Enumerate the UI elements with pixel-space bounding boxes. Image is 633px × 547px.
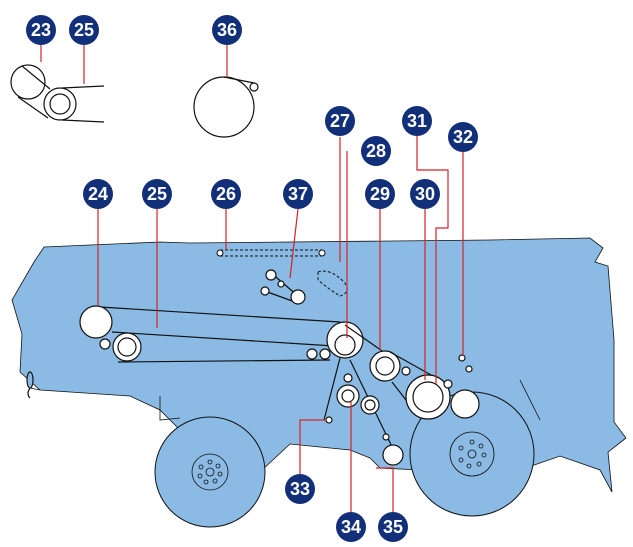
detail-belt-23-25: [10, 64, 105, 123]
svg-text:36: 36: [217, 20, 237, 40]
svg-text:24: 24: [88, 184, 108, 204]
svg-text:23: 23: [31, 20, 51, 40]
badge-29: 29: [365, 179, 395, 209]
svg-text:35: 35: [383, 517, 403, 537]
svg-text:34: 34: [341, 517, 361, 537]
callout-lines: [97, 136, 464, 512]
svg-text:26: 26: [216, 184, 236, 204]
svg-text:29: 29: [370, 184, 390, 204]
badge-28: 28: [361, 136, 391, 166]
body-panel-lines: [29, 379, 541, 421]
svg-text:32: 32: [453, 127, 473, 147]
svg-text:30: 30: [415, 184, 435, 204]
badge-27: 27: [325, 106, 355, 136]
badge-25: 25: [142, 179, 172, 209]
badge-36: 36: [212, 15, 242, 45]
svg-text:33: 33: [290, 479, 310, 499]
badge-37: 37: [283, 179, 313, 209]
badge-26: 26: [211, 179, 241, 209]
svg-text:27: 27: [330, 111, 350, 131]
badge-33: 33: [285, 474, 315, 504]
badge-23: 23: [26, 15, 56, 45]
dashed-chain-26: [216, 249, 348, 297]
body-left-hook: [26, 371, 34, 399]
badge-25-top: 25: [69, 15, 99, 45]
front-wheel: [154, 416, 266, 528]
svg-text:31: 31: [407, 111, 427, 131]
detail-pulley-36: [193, 76, 259, 138]
svg-text:25: 25: [74, 20, 94, 40]
badge-32: 32: [448, 122, 478, 152]
svg-text:37: 37: [288, 184, 308, 204]
svg-text:28: 28: [366, 141, 386, 161]
svg-text:25: 25: [147, 184, 167, 204]
badge-30: 30: [410, 179, 440, 209]
badge-35: 35: [378, 512, 408, 542]
badge-31: 31: [402, 106, 432, 136]
badge-34: 34: [336, 512, 366, 542]
badge-24: 24: [83, 179, 113, 209]
belt-drives: [79, 269, 480, 466]
